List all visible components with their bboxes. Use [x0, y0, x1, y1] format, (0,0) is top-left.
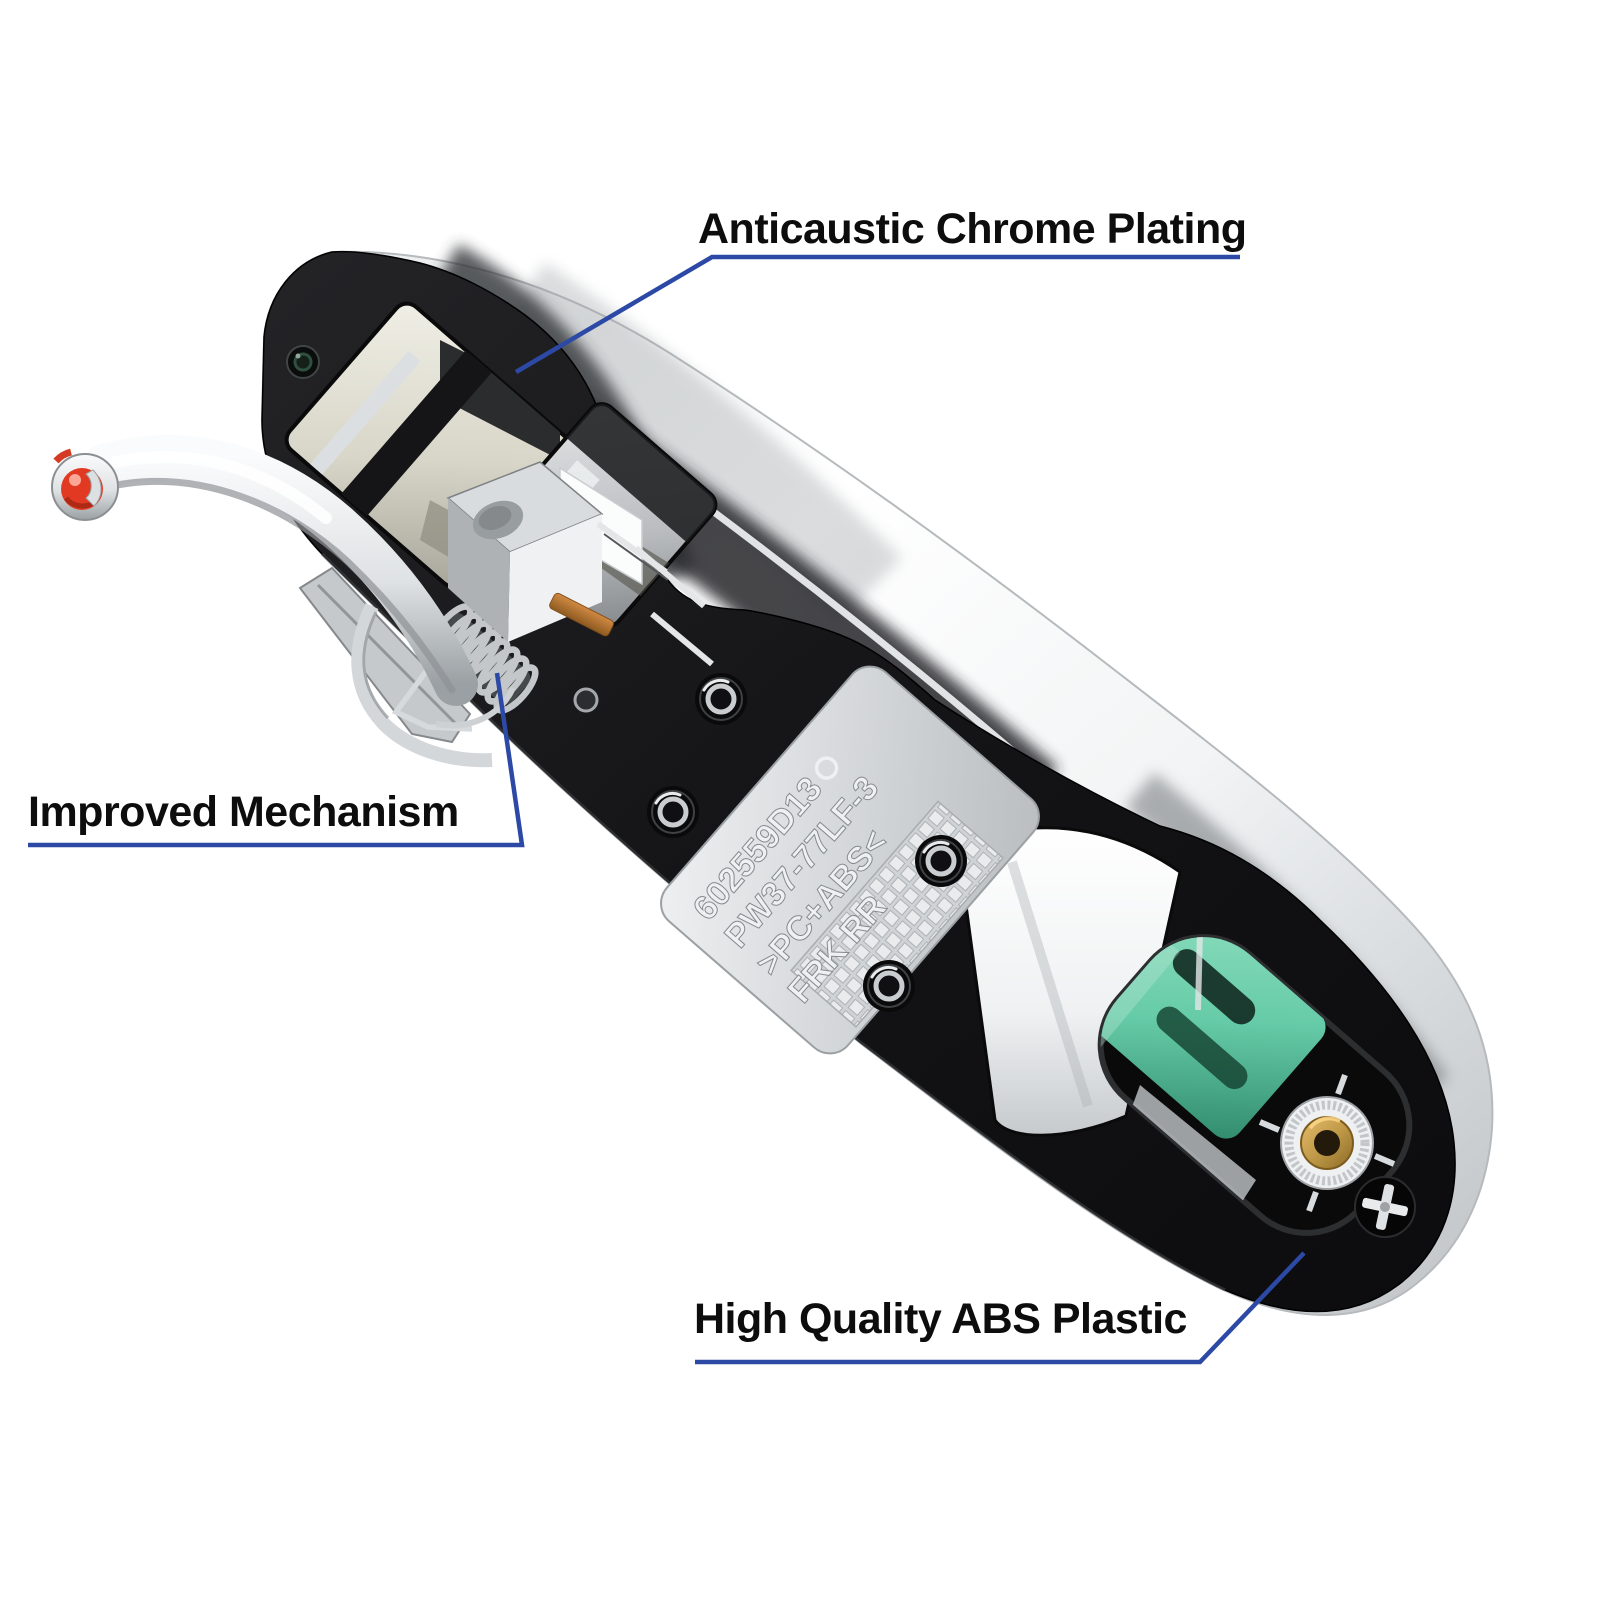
cap-screw-hole: [286, 345, 320, 379]
label-high-quality-abs-plastic: High Quality ABS Plastic: [694, 1295, 1187, 1343]
leader-line-mechanism: [28, 672, 525, 848]
release-mechanism: [298, 461, 714, 768]
lever-arm: [51, 435, 478, 706]
hex-screw: [915, 835, 967, 887]
phillips-screw: [1354, 1176, 1416, 1238]
hex-screw: [647, 786, 699, 838]
copper-pin: [549, 592, 614, 637]
annotation-lines: [28, 254, 1306, 1365]
hex-screw: [863, 960, 915, 1012]
label-improved-mechanism: Improved Mechanism: [28, 788, 459, 836]
brass-insert: [1258, 1073, 1396, 1213]
leader-line-abs-plastic: [695, 1251, 1306, 1365]
label-anticaustic-chrome-plating: Anticaustic Chrome Plating: [698, 205, 1247, 253]
linkage-fingers: [596, 521, 714, 667]
pivot-bracket: [351, 602, 493, 768]
door-handle: 602559D13 PW37-77LF-3 >PC+ABS< FRK RR: [51, 244, 1494, 1316]
plate-circle-mark: [814, 756, 839, 780]
hex-screw: [695, 673, 747, 725]
leader-line-chrome-plating: [514, 254, 1240, 374]
hex-screws: [647, 673, 967, 1012]
mech-screw: [573, 687, 599, 713]
